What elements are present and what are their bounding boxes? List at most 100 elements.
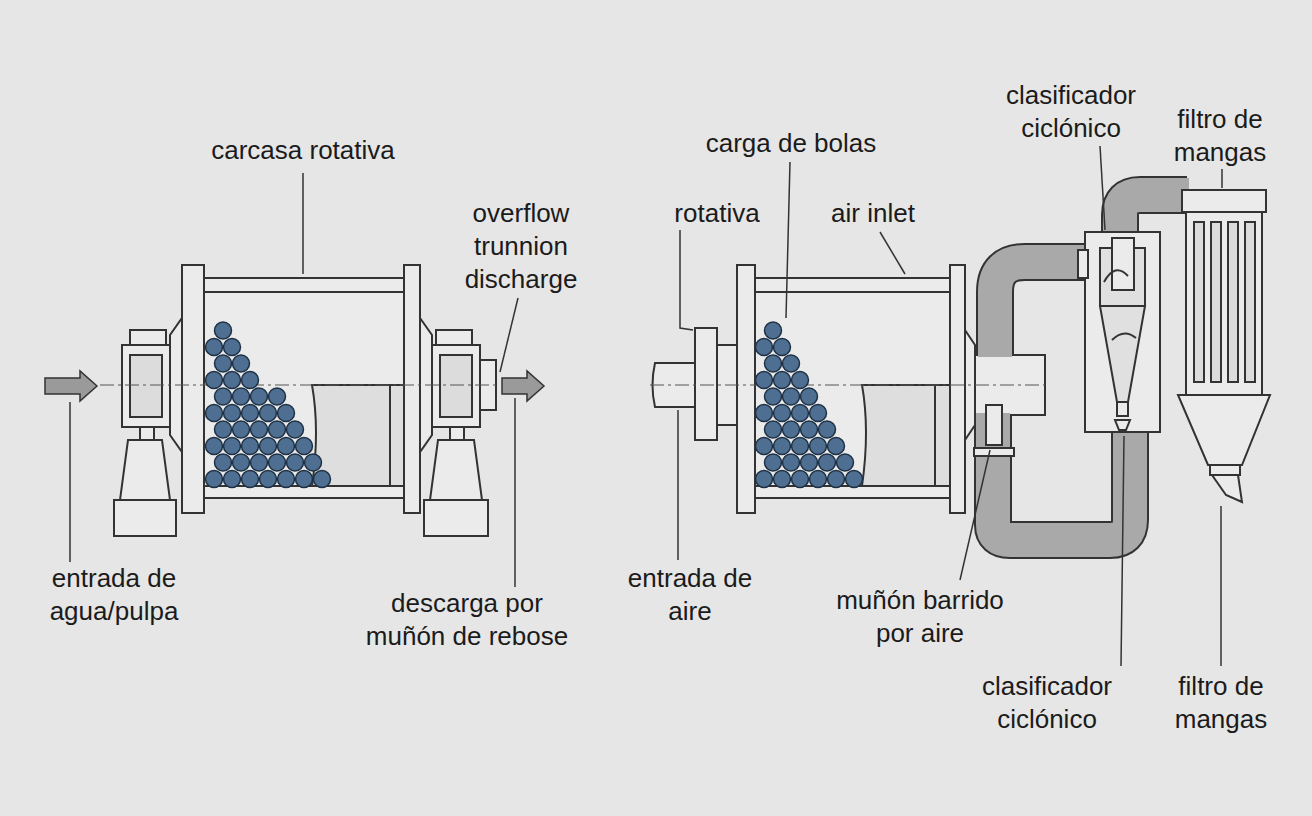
bag-filter (1210, 465, 1240, 475)
overflow-mill (440, 355, 472, 417)
ball-charge (828, 438, 845, 455)
ball-charge (251, 421, 268, 438)
ball-charge (287, 421, 304, 438)
leader-line (677, 410, 679, 560)
air-swept-port (974, 405, 1014, 456)
ball-charge (819, 454, 836, 471)
bag-filter (1211, 222, 1221, 382)
ball-charge (269, 421, 286, 438)
ball-charge (224, 471, 241, 488)
cyclone-classifier (1078, 232, 1160, 432)
callout-label: clasificador ciclónico (981, 79, 1161, 145)
air-swept-mill (934, 385, 936, 486)
ball-charge (251, 454, 268, 471)
ball-charge (792, 438, 809, 455)
ball-charge (765, 388, 782, 405)
air-duct (995, 262, 1090, 357)
overflow-mill (120, 440, 170, 500)
leader-line (69, 402, 71, 562)
ball-charge (783, 454, 800, 471)
callout-label: carcasa rotativa (193, 134, 413, 167)
ball-charge (783, 421, 800, 438)
ball-charge (783, 388, 800, 405)
ball-charge (792, 471, 809, 488)
callout-label: rotativa (657, 197, 777, 230)
ball-charge (278, 471, 295, 488)
flow-arrow (45, 371, 544, 401)
bag-filter (1178, 395, 1270, 465)
ball-charge (233, 421, 250, 438)
overflow-mill (140, 427, 154, 440)
ball-charge (846, 471, 863, 488)
bag-filter (1182, 190, 1266, 212)
ball-charge (215, 322, 232, 339)
air-swept-port (974, 448, 1014, 456)
ball-charge (269, 388, 286, 405)
cyclone-classifier (1085, 232, 1160, 432)
ball-charge (224, 372, 241, 389)
air-duct (1120, 195, 1189, 236)
ball-charge (215, 421, 232, 438)
ball-charge (206, 405, 223, 422)
centerline (100, 385, 500, 386)
cyclone-classifier (1115, 420, 1130, 430)
ball-charge (206, 438, 223, 455)
leader-line (1121, 436, 1124, 666)
callout-label: muñón barrido por aire (820, 584, 1020, 650)
ball-charge (765, 421, 782, 438)
ball-charge (215, 355, 232, 372)
ball-charge (774, 438, 791, 455)
ball-charge (224, 405, 241, 422)
ball-charge (792, 372, 809, 389)
ball-charge (287, 454, 304, 471)
ball-charge (783, 355, 800, 372)
ball-charge (774, 339, 791, 356)
ball-charge (233, 355, 250, 372)
ball-charge (206, 471, 223, 488)
callout-label: air inlet (808, 197, 938, 230)
callout-label: clasificador ciclónico (957, 670, 1137, 736)
ball-charge (774, 372, 791, 389)
ball-charge (792, 405, 809, 422)
ball-charge (269, 454, 286, 471)
callout-label: filtro de mangas (1146, 670, 1296, 736)
ball-charge (242, 471, 259, 488)
cyclone-classifier (1112, 333, 1136, 340)
ball-charge (756, 339, 773, 356)
ball-charge (801, 388, 818, 405)
ball-charge (242, 405, 259, 422)
overflow-mill (424, 500, 488, 536)
ball-charge (810, 471, 827, 488)
ball-charge (765, 454, 782, 471)
leader-line (960, 450, 990, 580)
callout-label: entrada de aire (620, 562, 760, 628)
ball-charge (278, 438, 295, 455)
ball-charge (242, 372, 259, 389)
ball-charge (233, 454, 250, 471)
ball-charge (260, 405, 277, 422)
bag-filter (1228, 222, 1238, 382)
overflow-mill (130, 330, 166, 346)
ball-charge (215, 388, 232, 405)
air-duct (993, 195, 1189, 540)
ball-charge (765, 322, 782, 339)
ball-charge (765, 355, 782, 372)
ball-charge (837, 454, 854, 471)
callout-label: descarga por muñón de rebose (357, 587, 577, 653)
callout-label: overflow trunnion discharge (456, 197, 586, 296)
air-duct (993, 415, 1130, 540)
flow-arrow (502, 371, 544, 401)
callout-label: filtro de mangas (1145, 103, 1295, 169)
air-swept-port (986, 405, 1002, 445)
overflow-mill (182, 265, 204, 513)
callout-label: entrada de agua/pulpa (34, 562, 194, 628)
air-swept-mill (950, 265, 965, 513)
ball-charge (810, 405, 827, 422)
ball-charge (314, 471, 331, 488)
leader-line (302, 173, 304, 274)
ball-charge (242, 438, 259, 455)
leader-line (514, 398, 516, 587)
leader-line (1221, 168, 1223, 188)
overflow-mill (404, 265, 420, 513)
